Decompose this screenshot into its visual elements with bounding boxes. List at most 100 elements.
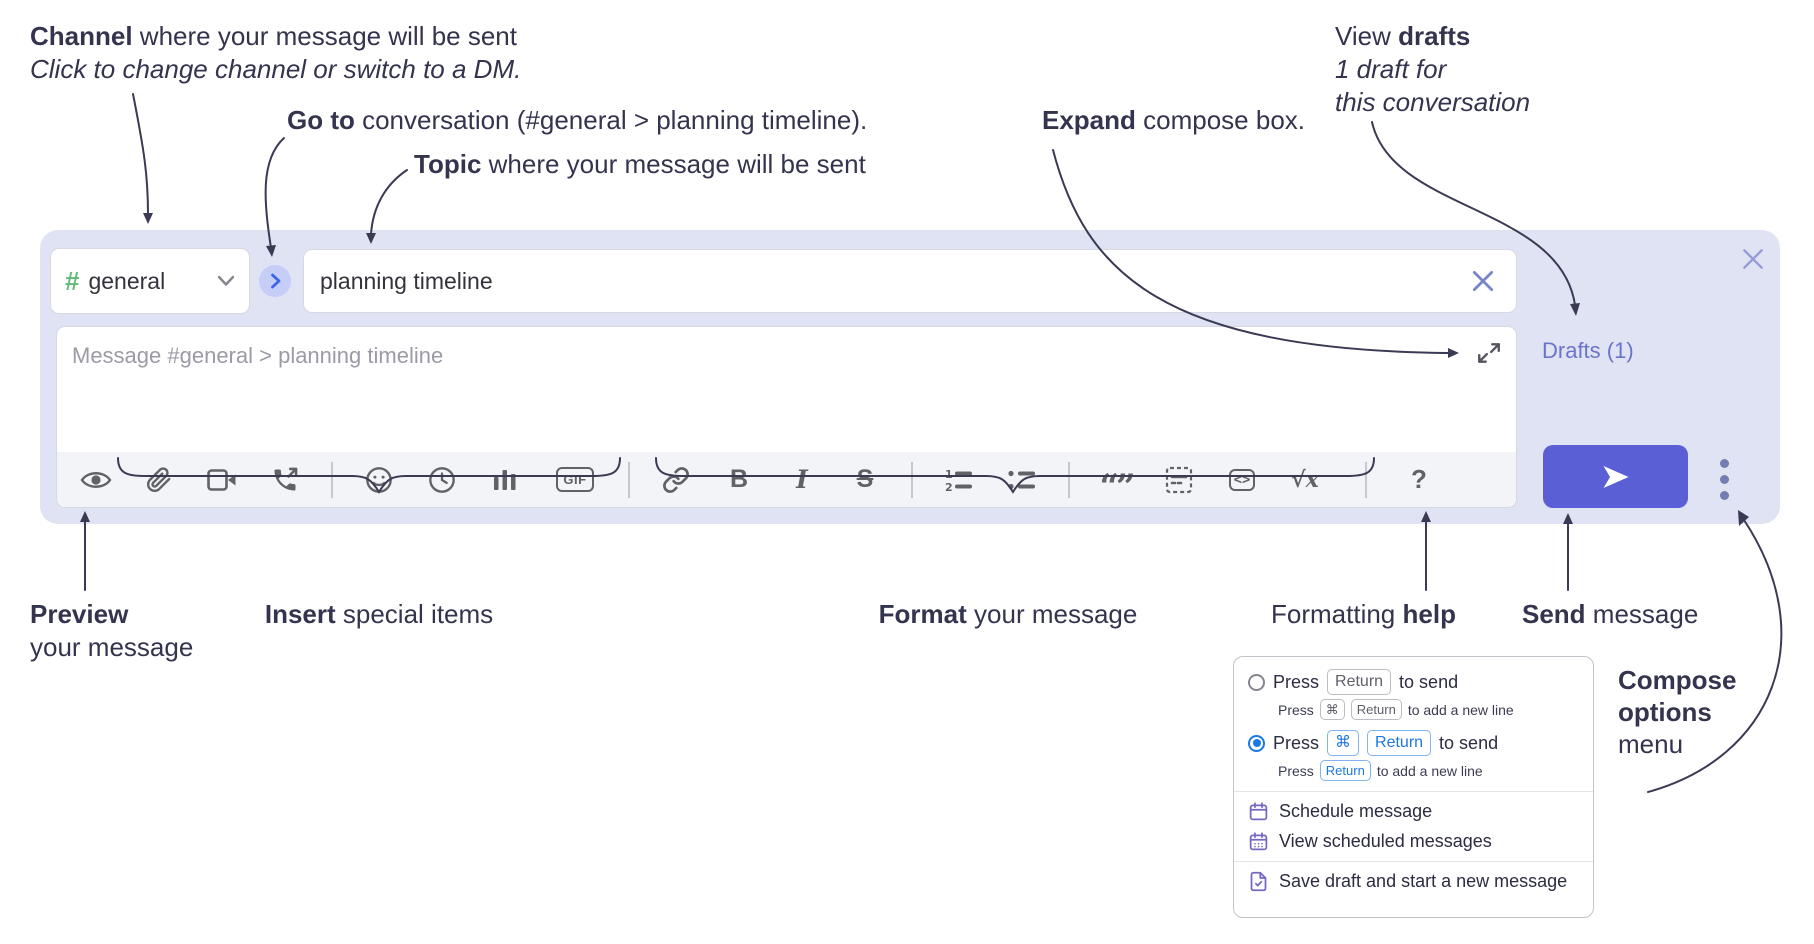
quote-button[interactable]: “” <box>1099 463 1135 504</box>
annotation-expand-rest: compose box. <box>1135 105 1306 135</box>
bulleted-list-icon <box>1008 470 1035 489</box>
compose-options-popup: Press Return to send Press ⌘ Return to a… <box>1233 656 1594 918</box>
strikethrough-button[interactable]: S <box>848 463 882 497</box>
emoji-button[interactable] <box>362 463 396 497</box>
annotation-drafts-pre: View <box>1335 21 1399 51</box>
strikethrough-icon: S <box>856 465 874 493</box>
add-global-time-button[interactable] <box>425 463 459 497</box>
send-shortcut-option-1-hint: Press ⌘ Return to add a new line <box>1278 699 1579 720</box>
bar-chart-icon <box>494 469 516 490</box>
toolbar-divider <box>331 461 333 498</box>
link-icon <box>663 466 689 493</box>
bulleted-list-button[interactable] <box>1005 463 1039 497</box>
menu-divider <box>1234 791 1593 792</box>
attach-file-button[interactable] <box>142 463 176 497</box>
annotation-format-bold: Format <box>878 599 967 629</box>
channel-selector[interactable]: # general <box>50 248 250 314</box>
annotation-format: Format your message <box>808 598 1208 631</box>
topic-value: planning timeline <box>320 267 493 294</box>
math-button[interactable]: √x <box>1288 463 1322 497</box>
math-icon: √x <box>1291 466 1319 493</box>
calendar-icon <box>1249 802 1268 821</box>
drafts-link[interactable]: Drafts (1) <box>1542 338 1634 363</box>
start-voice-call-button[interactable] <box>268 463 302 497</box>
channel-hash-icon: # <box>65 265 80 296</box>
annotation-help-pre: Formatting <box>1271 599 1403 629</box>
option2-press: Press <box>1273 732 1320 753</box>
annotation-send-bold: Send <box>1522 599 1586 629</box>
calendar-clock-icon <box>1249 832 1268 851</box>
annotation-channel-sub: Click to change channel or switch to a D… <box>30 54 522 84</box>
topic-input[interactable]: planning timeline <box>303 249 1517 313</box>
preview-button[interactable] <box>79 463 113 497</box>
return-key: Return <box>1319 760 1371 781</box>
annotation-preview-bold: Preview <box>30 599 129 629</box>
clock-icon <box>429 466 455 493</box>
option1-sub-suffix: to add a new line <box>1407 701 1514 718</box>
expand-compose-button[interactable] <box>1476 340 1502 366</box>
italic-button[interactable]: I <box>785 463 819 497</box>
toolbar-divider <box>1068 461 1070 498</box>
file-check-icon <box>1250 871 1267 892</box>
bold-button[interactable]: B <box>722 463 756 497</box>
return-key: Return <box>1327 669 1392 695</box>
question-mark-icon: ? <box>1411 464 1427 494</box>
code-button[interactable]: <> <box>1225 463 1259 497</box>
annotation-channel: Channel where your message will be sent … <box>30 20 521 86</box>
annotation-formatting-help: Formatting help <box>1271 598 1456 631</box>
bold-icon: B <box>729 465 749 493</box>
goto-conversation-button[interactable] <box>259 265 291 297</box>
clear-topic-button[interactable] <box>1470 268 1496 294</box>
svg-text:2: 2 <box>945 481 953 493</box>
add-poll-button[interactable] <box>488 463 522 497</box>
annotation-insert: Insert special items <box>179 598 579 631</box>
annotation-drafts-line3: this conversation <box>1335 87 1531 117</box>
annotation-format-rest: your message <box>966 599 1138 629</box>
send-shortcut-option-2-hint: Press Return to add a new line <box>1278 760 1579 781</box>
send-shortcut-option-2[interactable]: Press ⌘ Return to send <box>1248 730 1579 756</box>
radio-unselected-icon[interactable] <box>1248 673 1265 691</box>
menu-item-view-scheduled[interactable]: View scheduled messages <box>1248 831 1579 852</box>
annotation-drafts-bold: drafts <box>1398 21 1471 51</box>
add-gif-button[interactable]: GIF <box>551 463 599 497</box>
cmd-key: ⌘ <box>1319 699 1345 720</box>
insert-link-button[interactable] <box>659 463 693 497</box>
svg-text:1: 1 <box>945 468 953 481</box>
close-compose-button[interactable] <box>1740 246 1766 272</box>
numbered-list-icon: 12 <box>945 468 972 493</box>
return-key: Return <box>1350 699 1402 720</box>
option1-sub-press: Press <box>1278 701 1314 718</box>
option2-sub-press: Press <box>1278 762 1314 779</box>
annotation-insert-bold: Insert <box>264 599 336 629</box>
paperclip-icon <box>147 466 171 492</box>
annotation-channel-rest: where your message will be sent <box>132 21 517 51</box>
annotation-expand-bold: Expand <box>1042 105 1136 135</box>
radio-selected-icon[interactable] <box>1248 734 1265 752</box>
start-video-call-button[interactable] <box>205 463 239 497</box>
send-button[interactable] <box>1543 445 1688 508</box>
menu-item-save-draft[interactable]: Save draft and start a new message <box>1248 871 1579 892</box>
send-shortcut-option-1[interactable]: Press Return to send <box>1248 669 1579 695</box>
annotation-compose-line2: options <box>1618 697 1712 727</box>
menu-divider <box>1234 861 1593 862</box>
video-camera-icon <box>207 468 236 491</box>
menu-item-schedule-message[interactable]: Schedule message <box>1248 801 1579 822</box>
menu-item-label: View scheduled messages <box>1279 831 1492 851</box>
annotation-goto-rest: conversation (#general > planning timeli… <box>354 105 868 135</box>
eye-icon <box>80 471 112 488</box>
send-icon <box>1603 465 1628 488</box>
menu-item-label: Schedule message <box>1279 801 1433 821</box>
option2-suffix: to send <box>1439 732 1499 753</box>
spoiler-button[interactable] <box>1162 463 1196 497</box>
message-formatting-help-button[interactable]: ? <box>1402 463 1436 497</box>
spoiler-icon <box>1165 466 1193 493</box>
compose-options-menu-button[interactable] <box>1712 455 1736 503</box>
channel-name: general <box>88 267 166 294</box>
message-placeholder: Message #general > planning timeline <box>72 343 444 368</box>
option2-sub-suffix: to add a new line <box>1376 762 1483 779</box>
annotation-send: Send message <box>1522 598 1698 631</box>
expand-icon <box>1478 343 1500 363</box>
annotation-send-rest: message <box>1585 599 1699 629</box>
